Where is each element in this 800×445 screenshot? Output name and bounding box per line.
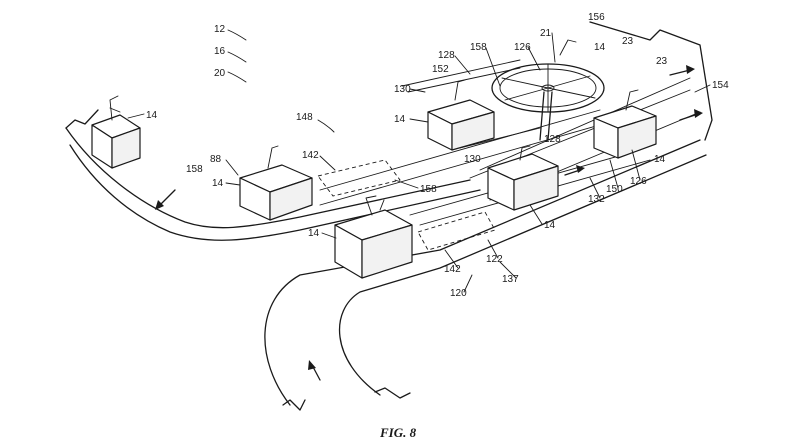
ref-130-upper: 130 — [394, 84, 411, 95]
ref-142-upper: 142 — [302, 150, 319, 161]
ref-14-mid-left: 14 — [212, 178, 224, 189]
ref-14-center-lower: 14 — [544, 220, 556, 231]
ref-150: 150 — [606, 184, 623, 195]
leader-lines — [127, 32, 711, 293]
ref-158-left: 158 — [186, 164, 203, 175]
ref-122: 122 — [486, 254, 503, 265]
ref-16: 16 — [214, 46, 226, 57]
ref-14-right: 14 — [654, 154, 666, 165]
ref-20: 20 — [214, 68, 226, 79]
ref-126-top: 126 — [514, 42, 531, 53]
ref-132: 132 — [588, 194, 605, 205]
turntable-wheel — [491, 63, 605, 141]
ref-23-lower: 23 — [656, 56, 668, 67]
ride-vehicle-far-left — [91, 95, 141, 169]
ref-88: 88 — [210, 154, 222, 165]
ref-14-far-left: 14 — [146, 110, 158, 121]
entry-track-lower — [264, 139, 707, 411]
ref-14-top-right: 14 — [594, 42, 606, 53]
ref-158-top: 158 — [470, 42, 487, 53]
view-arrows — [227, 29, 335, 133]
ref-14-lower-left: 14 — [308, 228, 320, 239]
exit-track-upper — [65, 109, 481, 241]
ref-126-right: 126 — [630, 176, 647, 187]
transfer-zones — [317, 159, 496, 251]
ride-vehicle-lower-left — [334, 195, 413, 279]
ref-156: 156 — [588, 12, 605, 23]
ref-130-lower: 130 — [464, 154, 481, 165]
ref-128-upper: 128 — [438, 50, 455, 61]
ref-21: 21 — [540, 28, 552, 39]
ride-vehicle-center-top — [427, 79, 495, 151]
reference-numerals: 12 16 20 14 158 88 14 142 158 148 130 14… — [146, 12, 729, 299]
ride-vehicle-right — [593, 89, 657, 159]
ref-152: 152 — [432, 64, 449, 75]
ref-128-lower: 128 — [544, 134, 561, 145]
ref-154: 154 — [712, 80, 729, 91]
ref-142-lower: 142 — [444, 264, 461, 275]
ref-23-upper: 23 — [622, 36, 634, 47]
flow-arrows — [155, 65, 703, 381]
ref-158-mid: 158 — [420, 184, 437, 195]
figure-caption: FIG. 8 — [379, 425, 417, 440]
ref-148: 148 — [296, 112, 313, 123]
ref-12: 12 — [214, 24, 226, 35]
ride-vehicle-88 — [239, 145, 313, 221]
ref-137: 137 — [502, 274, 519, 285]
ride-vehicle-center-lower — [487, 145, 559, 211]
ride-vehicle-top-right — [559, 39, 577, 56]
ref-120: 120 — [450, 288, 467, 299]
ref-14-center-top: 14 — [394, 114, 406, 125]
